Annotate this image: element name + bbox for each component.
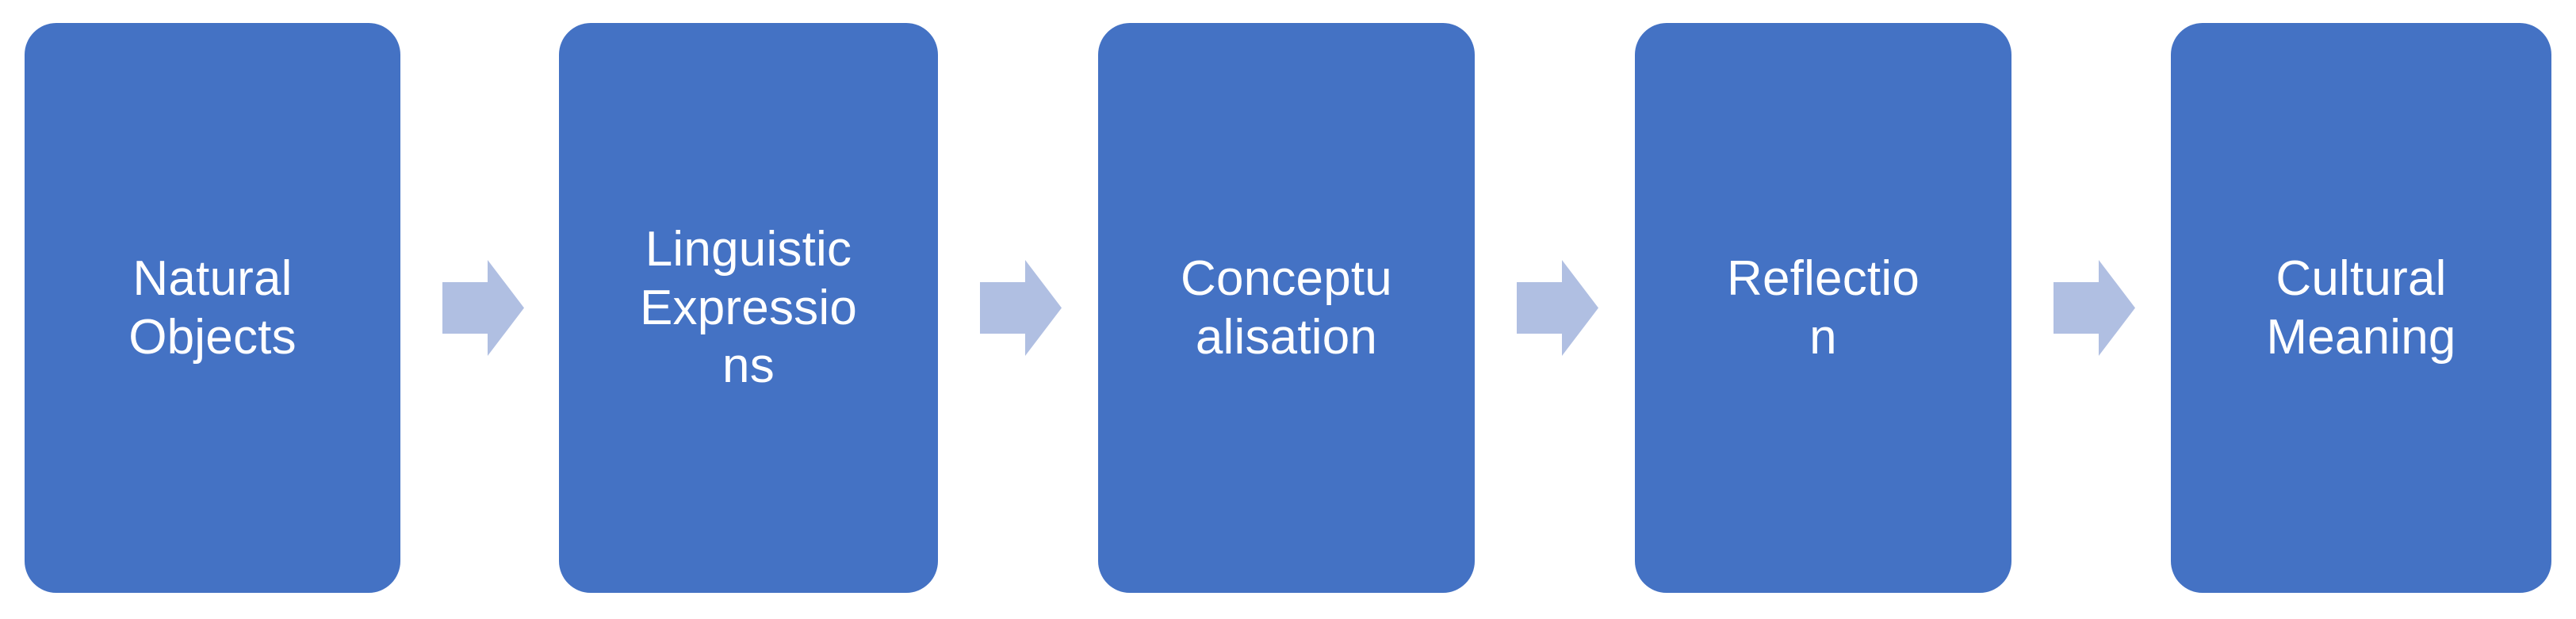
process-node-label: Linguistic Expressio ns: [639, 221, 858, 394]
process-node-label: Conceptu alisation: [1180, 250, 1392, 365]
process-node-reflection[interactable]: Reflectio n: [1635, 23, 2011, 593]
right-block-arrow-icon: [2054, 260, 2135, 356]
process-node-cultural-meaning[interactable]: Cultural Meaning: [2171, 23, 2551, 593]
right-block-arrow-icon: [1517, 260, 1598, 356]
process-node-natural-objects[interactable]: Natural Objects: [25, 23, 400, 593]
process-node-label: Reflectio n: [1726, 250, 1920, 365]
right-block-arrow-icon: [980, 260, 1062, 356]
right-block-arrow-icon: [442, 260, 524, 356]
process-node-label: Cultural Meaning: [2266, 250, 2456, 365]
process-node-conceptualisation[interactable]: Conceptu alisation: [1098, 23, 1475, 593]
process-node-linguistic-expressions[interactable]: Linguistic Expressio ns: [559, 23, 938, 593]
process-node-label: Natural Objects: [128, 250, 297, 365]
